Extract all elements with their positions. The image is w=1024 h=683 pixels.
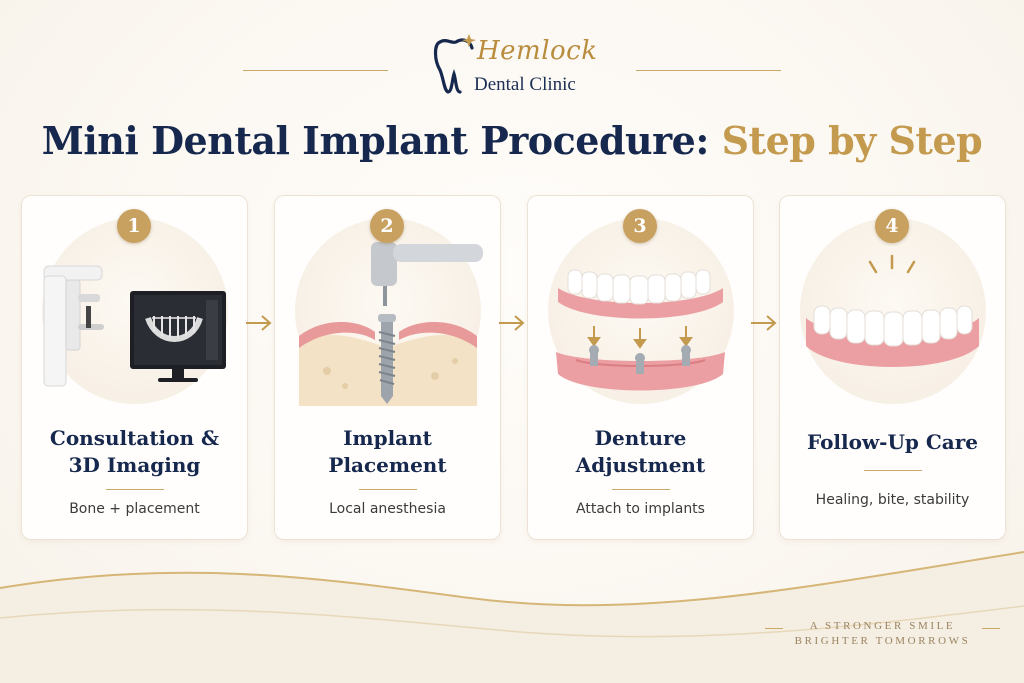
- title-main: Mini Dental Implant Procedure:: [41, 118, 710, 163]
- brand-subtitle: Dental Clinic: [474, 74, 576, 95]
- page-title: Mini Dental Implant Procedure: Step by S…: [0, 118, 1024, 163]
- footer-tagline-line2: BRIGHTER TOMORROWS: [794, 635, 971, 647]
- step-title-line1: Implant: [343, 426, 432, 450]
- step-card-4: 4 Follow-Up Care Healing, bite, stabilit…: [779, 195, 1006, 540]
- step-number-badge: 4: [875, 209, 909, 243]
- step-number-badge: 2: [370, 209, 404, 243]
- arrow-right-icon: [499, 315, 525, 331]
- denture-attach-icon: [556, 269, 725, 391]
- step-description: Attach to implants: [576, 501, 705, 517]
- footer-tagline-line1: A STRONGER SMILE: [809, 620, 956, 632]
- decorative-line: [243, 70, 388, 71]
- step-title-line1: Follow-Up Care: [806, 430, 979, 454]
- step-number-badge: 1: [117, 209, 151, 243]
- footer-wave-decoration: [0, 551, 1024, 683]
- step-title-line2: Placement: [328, 453, 447, 477]
- step-title-line2: Adjustment: [575, 453, 706, 477]
- tooth-logo-icon: [433, 34, 476, 94]
- implant-drill-icon: [299, 242, 483, 406]
- arrow-right-icon: [751, 315, 777, 331]
- decorative-line: [765, 628, 783, 629]
- arrow-right-icon: [246, 315, 272, 331]
- step-card-2: 2 Implant Placement Local anesthesia: [274, 195, 501, 540]
- step-title: Implant Placement: [275, 425, 500, 479]
- title-underline: [612, 489, 670, 490]
- step-title-line2: 3D Imaging: [68, 453, 201, 477]
- step-description: Healing, bite, stability: [815, 492, 970, 508]
- step-title: Follow-Up Care: [780, 429, 1005, 456]
- title-underline: [359, 489, 417, 490]
- step-title-line1: Consultation &: [49, 426, 220, 450]
- title-underline: [864, 470, 922, 471]
- ct-scanner-icon: [43, 265, 226, 387]
- step-description: Local anesthesia: [329, 501, 446, 517]
- step-card-1: 1 Consultation & 3D Imaging Bone + place…: [21, 195, 248, 540]
- title-underline: [106, 489, 164, 490]
- step-description: Bone + placement: [69, 501, 200, 517]
- title-accent: Step by Step: [721, 118, 983, 163]
- brand-name: Hemlock: [477, 36, 598, 66]
- step-title: Denture Adjustment: [528, 425, 753, 479]
- clinic-logo: Hemlock Dental Clinic: [0, 26, 1024, 106]
- step-title: Consultation & 3D Imaging: [22, 425, 247, 479]
- step-number-badge: 3: [623, 209, 657, 243]
- step-title-line1: Denture: [594, 426, 687, 450]
- step-card-3: 3 Denture Adjustment Attach to implants: [527, 195, 754, 540]
- decorative-line: [982, 628, 1000, 629]
- smile-teeth-icon: [806, 254, 979, 367]
- decorative-line: [636, 70, 781, 71]
